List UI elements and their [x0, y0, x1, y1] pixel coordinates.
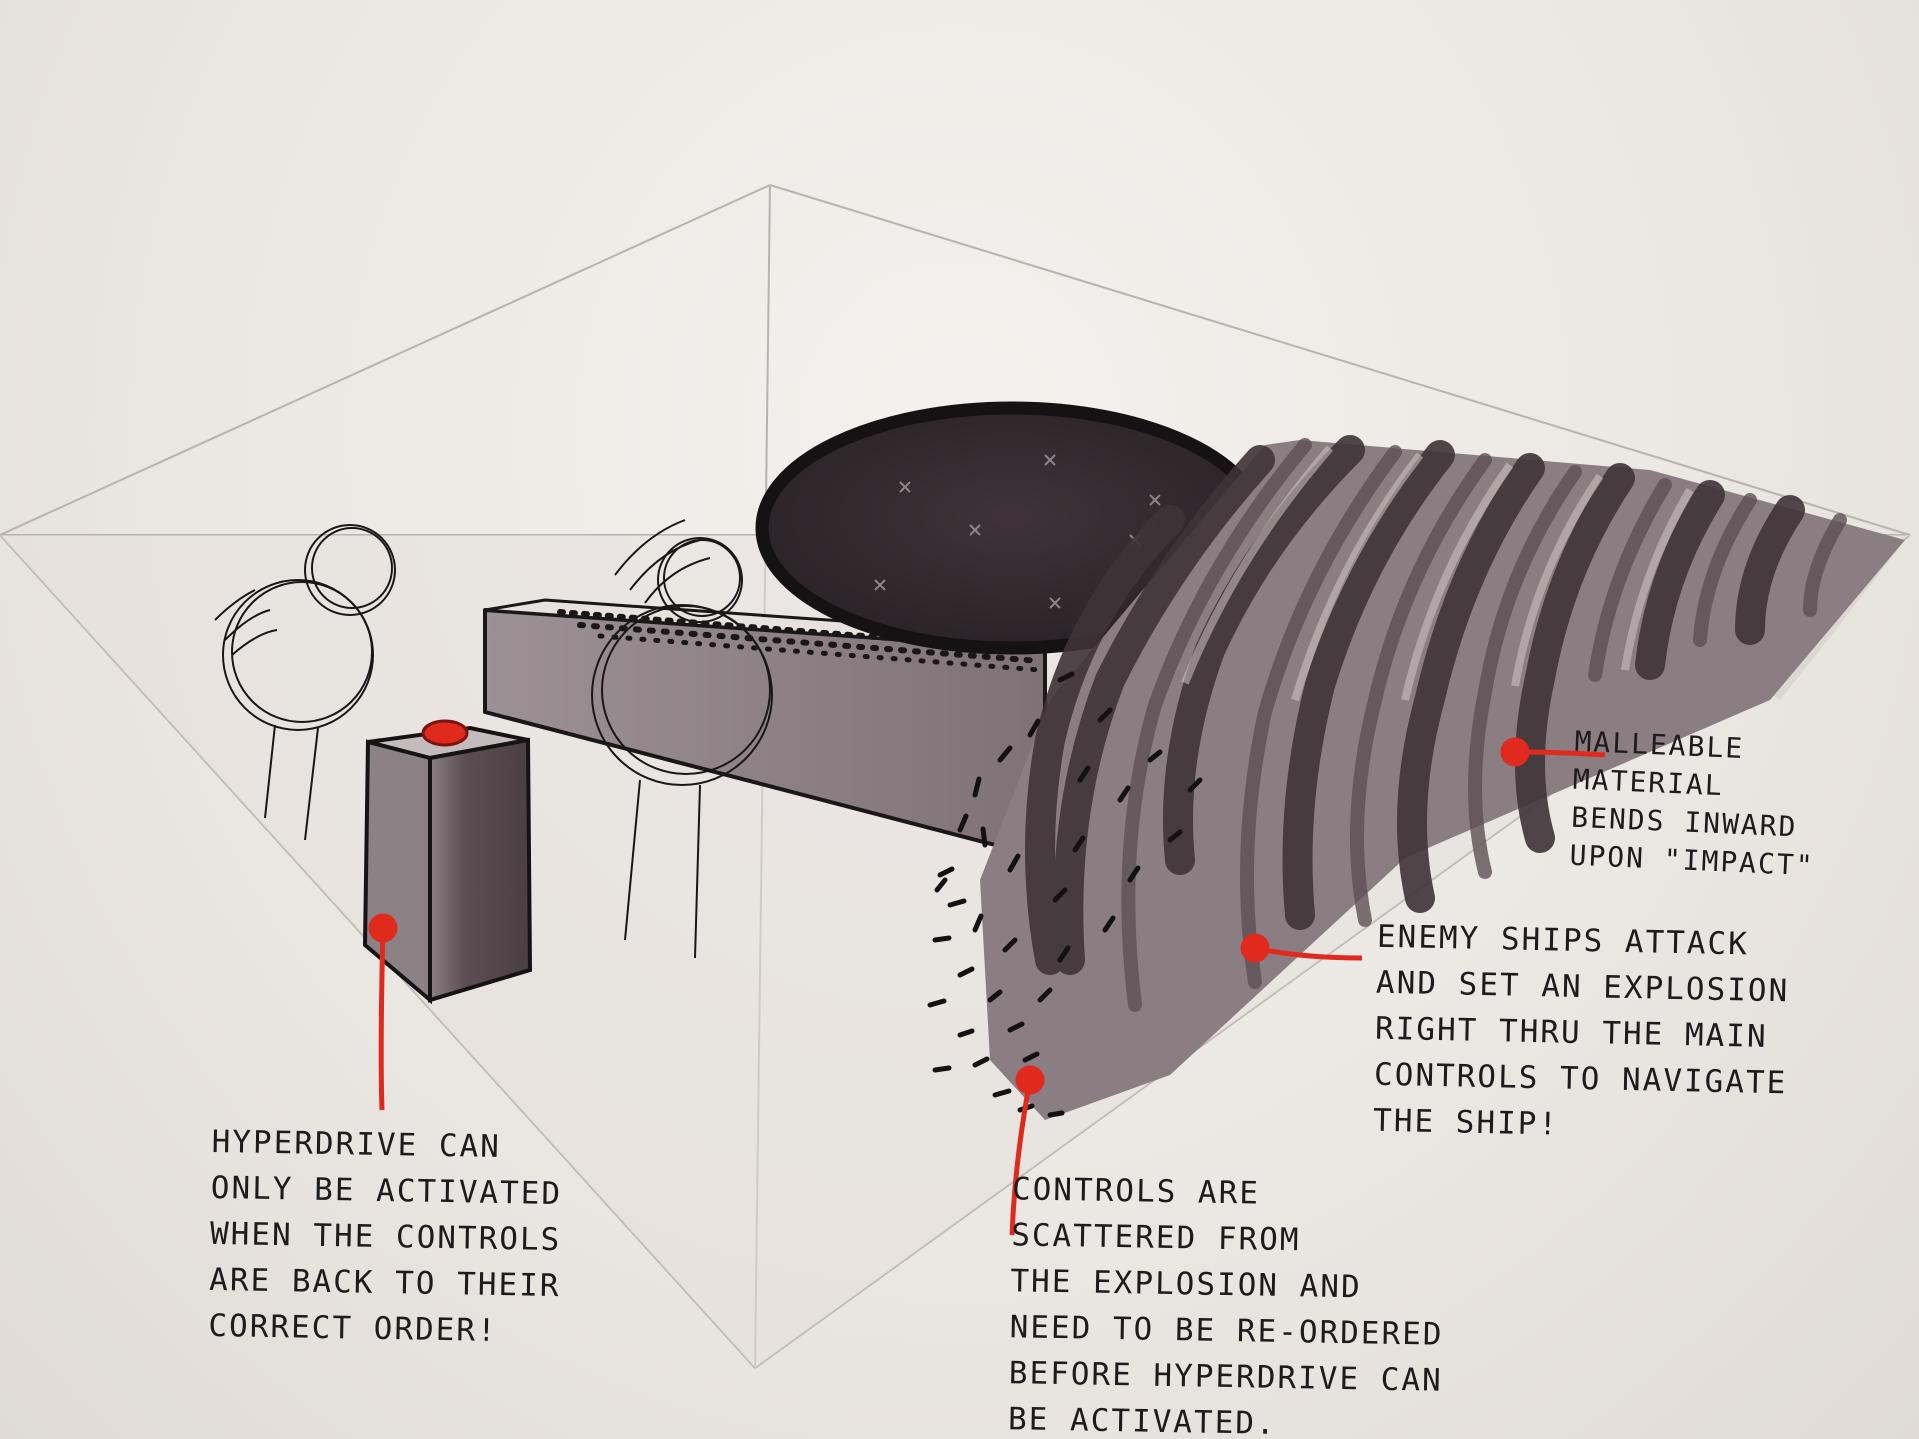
viewscreen [755, 401, 1269, 655]
hyperdrive-pedestal [362, 719, 533, 1005]
annotation-line: Hyperdrive can [211, 1123, 502, 1165]
annotation-hyperdrive: Hyperdrive can only be activated when th… [208, 1119, 563, 1355]
malleable-wall [980, 435, 1905, 1120]
annotation-malleable-material: Malleable material bends inward upon "im… [1569, 723, 1821, 886]
annotation-line: are back to their [208, 1261, 561, 1305]
scattered-controls [927, 671, 1203, 1118]
annotation-scattered-controls: Controls are scattered from the explosio… [1008, 1166, 1447, 1439]
annotation-line: when the controls [209, 1215, 562, 1259]
annotation-line: correct order! [208, 1307, 498, 1349]
annotation-line: before hyperdrive can [1008, 1355, 1444, 1399]
red-pointers [368, 737, 1606, 1236]
figure-left [214, 524, 396, 841]
annotation-line: the ship! [1372, 1102, 1560, 1143]
annotation-line: need to be re-ordered [1009, 1309, 1444, 1353]
annotation-line: only be activated [210, 1169, 563, 1213]
annotation-enemy-ships: Enemy ships attack and set an explosion … [1373, 914, 1791, 1153]
annotation-line: scattered from [1010, 1217, 1301, 1259]
figure-center [591, 519, 773, 959]
annotation-line: Controls are [1011, 1171, 1261, 1212]
annotation-line: the explosion and [1010, 1263, 1362, 1306]
